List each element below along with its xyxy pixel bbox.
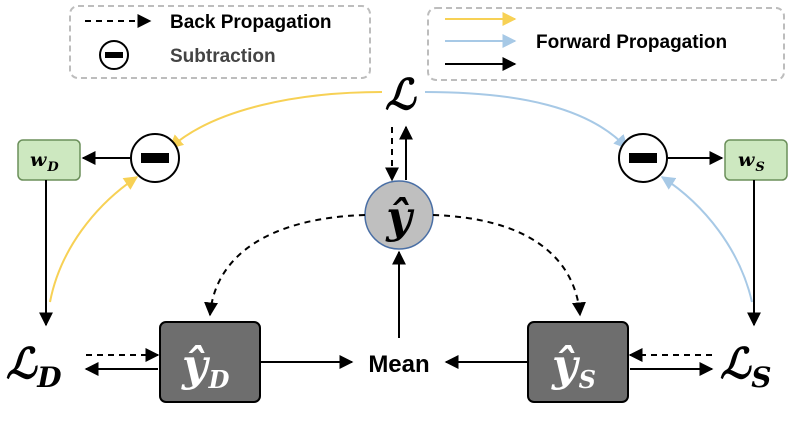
minus-s-bar xyxy=(629,153,657,163)
loss-s-label: ℒS xyxy=(720,339,771,394)
yd-node: ŷD xyxy=(159,321,261,403)
ys-node: ŷS xyxy=(527,321,629,403)
mean-label: Mean xyxy=(368,351,429,378)
wd-node: wD xyxy=(17,139,81,181)
blue-arrow-loss-s-to-minus xyxy=(660,176,753,303)
ws-label: wS xyxy=(738,149,765,175)
legend-forward-label: Forward Propagation xyxy=(536,32,727,53)
yellow-arrow-loss-to-minus-d xyxy=(168,91,383,149)
yhat-label: ŷ xyxy=(385,192,415,243)
yd-label: ŷD xyxy=(181,340,230,394)
minus-s-node xyxy=(618,133,668,183)
ws-node: wS xyxy=(724,139,788,181)
loss-symbol: ℒ xyxy=(385,70,417,119)
wd-box xyxy=(17,139,81,181)
legend-sub-label: Subtraction xyxy=(170,46,276,67)
yellow-arrow-loss-d-to-minus xyxy=(49,176,139,303)
blue-arrow-loss-to-minus-s xyxy=(424,91,628,150)
wd-label: wD xyxy=(30,149,59,175)
dashed-arrow-yhat-to-ys xyxy=(432,214,586,317)
minus-d-node xyxy=(130,133,180,183)
legend-left-border xyxy=(69,5,371,79)
minus-d-bar xyxy=(141,153,169,163)
legend-back-label: Back Propagation xyxy=(170,12,332,33)
ws-box xyxy=(724,139,788,181)
legend-back-subtraction: Back Propagation Subtraction xyxy=(69,5,371,79)
ys-label: ŷS xyxy=(551,340,596,394)
yhat-node: ŷ xyxy=(364,180,434,250)
legend-right-border xyxy=(427,7,785,81)
legend-forward: Forward Propagation xyxy=(427,7,785,81)
loss-d-label: ℒD xyxy=(6,339,62,394)
dashed-arrow-yhat-to-yd xyxy=(204,214,366,317)
legend-minus-bar xyxy=(105,52,123,58)
